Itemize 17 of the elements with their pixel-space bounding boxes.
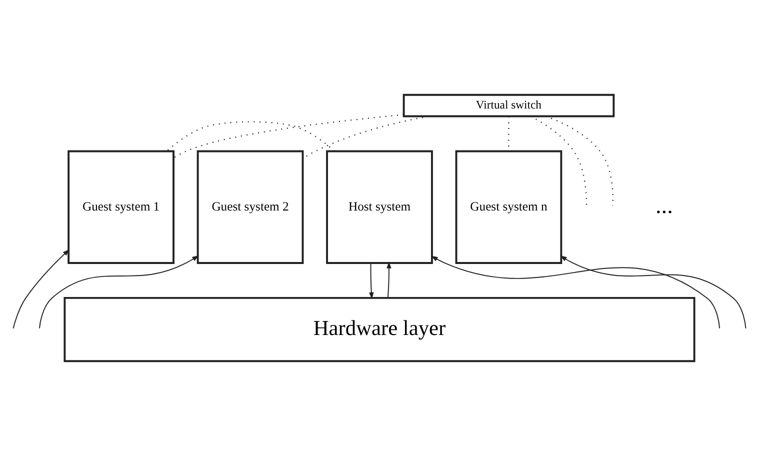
arrow	[560, 256, 746, 329]
node-box: Host system	[326, 150, 433, 264]
arrow	[386, 262, 392, 298]
label: ...	[655, 193, 673, 220]
connector	[545, 116, 614, 206]
node-box: Hardware layer	[64, 296, 696, 362]
arrow	[369, 262, 374, 300]
node-box: Guest system n	[455, 150, 562, 264]
node-box: Guest system 2	[196, 150, 304, 264]
connector	[174, 114, 404, 158]
node-box: Guest system 1	[68, 150, 174, 264]
connector	[166, 121, 335, 152]
arrow	[38, 255, 199, 329]
arrow	[12, 249, 70, 329]
connector	[530, 116, 588, 206]
node-box: Virtual switch	[402, 94, 615, 118]
arrow	[430, 256, 720, 329]
